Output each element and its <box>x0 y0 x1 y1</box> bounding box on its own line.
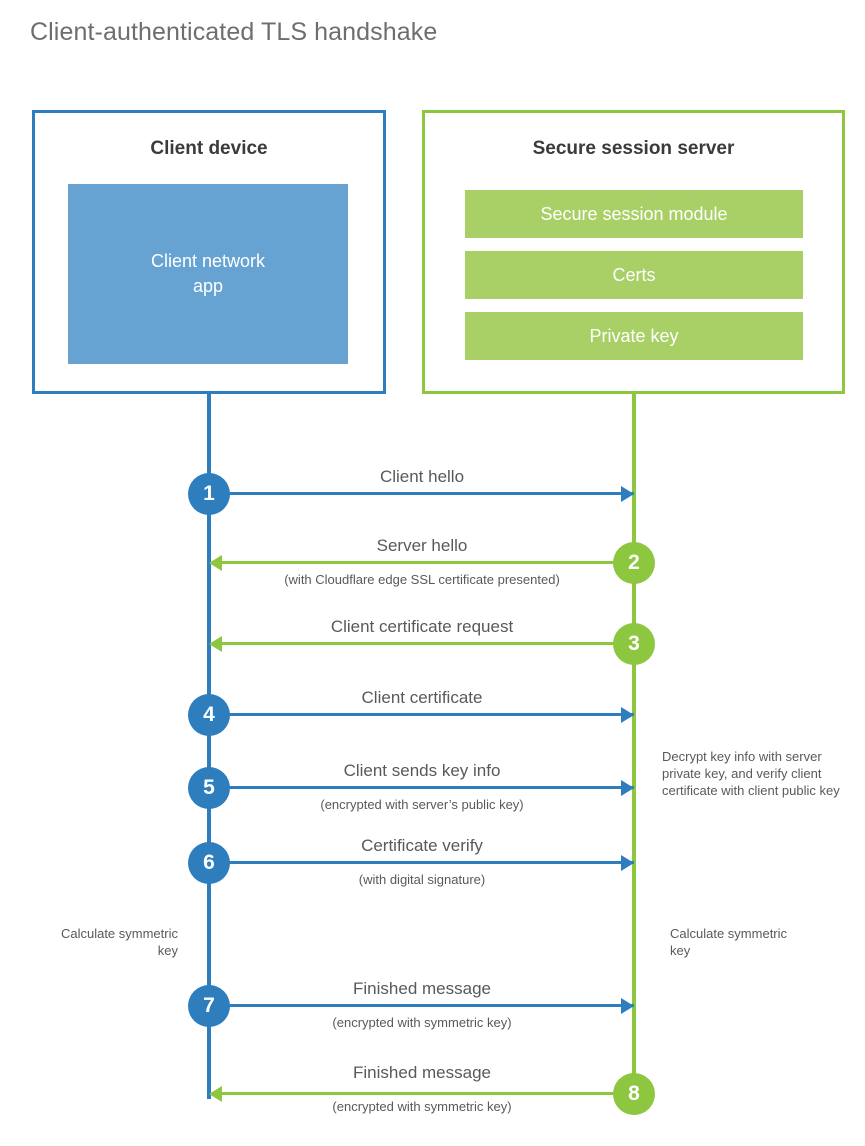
message-label-8: Finished message <box>353 1063 491 1082</box>
arrow-head-right-4 <box>621 707 634 723</box>
arrow-head-right-7 <box>621 998 634 1014</box>
message-label-2: Server hello <box>376 536 468 555</box>
client-device-box: Client device Client network app <box>32 110 386 394</box>
step-circle-8[interactable]: 8 <box>613 1073 655 1115</box>
client-lifeline <box>207 393 211 1099</box>
server-lifeline <box>632 393 636 1093</box>
arrow-head-right-5 <box>621 780 634 796</box>
message-label-5: Client sends key info <box>343 761 501 780</box>
step-circle-7[interactable]: 7 <box>188 985 230 1027</box>
message-sublabel-2: (with Cloudflare edge SSL certificate pr… <box>284 572 560 587</box>
message-sublabel-5: (encrypted with server’s public key) <box>320 797 524 812</box>
secure-session-server-title: Secure session server <box>532 138 735 159</box>
server-decrypt-note: Decrypt key info with server private key… <box>662 749 840 798</box>
client-device-title: Client device <box>150 138 268 159</box>
message-line-5 <box>209 786 634 789</box>
message-line-6 <box>209 861 634 864</box>
message-line-7 <box>209 1004 634 1007</box>
step-number: 7 <box>203 994 215 1017</box>
message-label-6: Certificate verify <box>361 836 483 855</box>
step-circle-5[interactable]: 5 <box>188 767 230 809</box>
message-sublabel-6: (with digital signature) <box>358 872 486 887</box>
step-circle-2[interactable]: 2 <box>613 542 655 584</box>
client-network-app-label: Client network app <box>150 251 266 296</box>
step-number: 2 <box>628 551 640 574</box>
message-label-1: Client hello <box>379 467 465 486</box>
step-circle-6[interactable]: 6 <box>188 842 230 884</box>
step-circle-1[interactable]: 1 <box>188 473 230 515</box>
message-label-3: Client certificate request <box>330 617 514 636</box>
server-bar-private-key: Private key <box>465 312 803 360</box>
secure-session-server-box: Secure session server Secure session mod… <box>422 110 845 394</box>
arrow-head-right-6 <box>621 855 634 871</box>
message-line-3 <box>213 642 634 645</box>
server-bar-label: Certs <box>612 264 656 285</box>
step-number: 3 <box>628 632 640 655</box>
message-label-4: Client certificate <box>361 688 483 707</box>
step-circle-4[interactable]: 4 <box>188 694 230 736</box>
step-number: 5 <box>203 776 215 799</box>
message-line-2 <box>213 561 634 564</box>
client-network-app-box: Client network app <box>68 184 348 364</box>
message-line-8 <box>213 1092 634 1095</box>
message-line-4 <box>209 713 634 716</box>
message-sublabel-7: (encrypted with symmetric key) <box>332 1015 512 1030</box>
page-title: Client-authenticated TLS handshake <box>30 18 438 46</box>
arrow-head-left-8 <box>209 1086 222 1102</box>
arrow-head-left-2 <box>209 555 222 571</box>
server-bar-label: Secure session module <box>540 203 728 224</box>
server-bar-secure-session-module: Secure session module <box>465 190 803 238</box>
step-number: 4 <box>203 703 215 726</box>
step-circle-3[interactable]: 3 <box>613 623 655 665</box>
arrow-head-left-3 <box>209 636 222 652</box>
server-calculate-symmetric-key-note: Calculate symmetric key <box>670 926 788 958</box>
message-line-1 <box>209 492 634 495</box>
message-label-7: Finished message <box>353 979 491 998</box>
step-number: 6 <box>203 851 215 874</box>
step-number: 1 <box>203 482 215 505</box>
server-bar-certs: Certs <box>465 251 803 299</box>
client-calculate-symmetric-key-note: Calculate symmetric key <box>60 926 178 958</box>
arrow-head-right-1 <box>621 486 634 502</box>
server-bar-label: Private key <box>589 325 679 346</box>
step-number: 8 <box>628 1082 640 1105</box>
message-sublabel-8: (encrypted with symmetric key) <box>332 1099 512 1114</box>
